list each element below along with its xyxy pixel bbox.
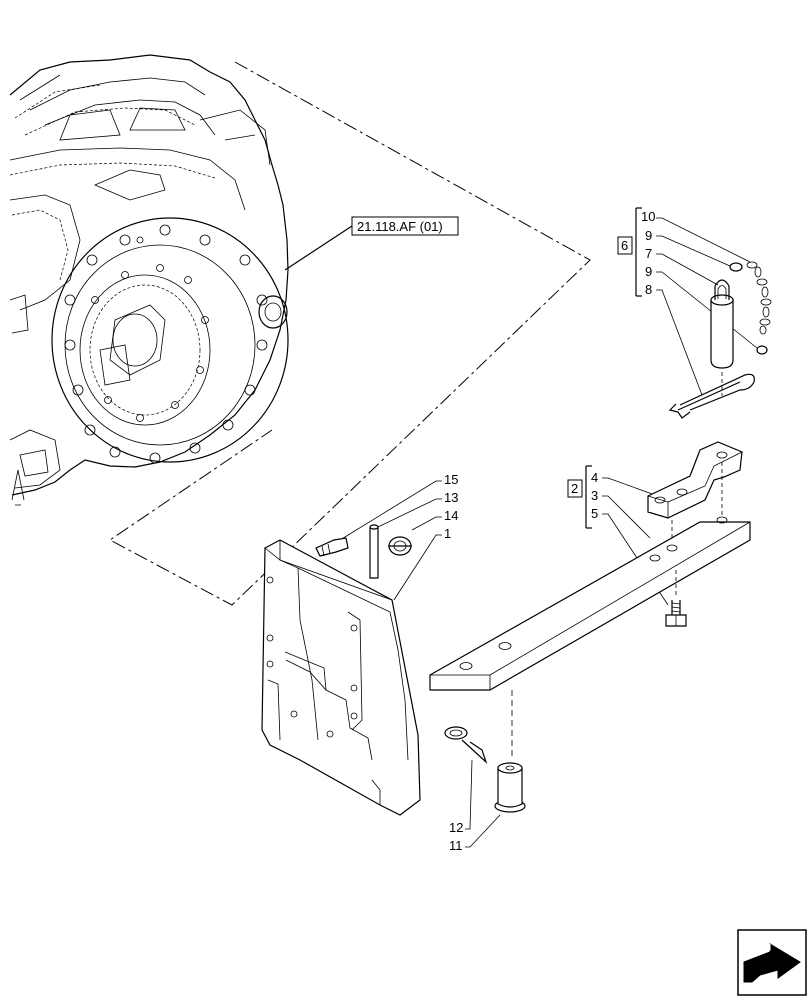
small-bolt-part — [315, 537, 349, 557]
next-page-arrow-icon[interactable] — [737, 929, 807, 996]
callout-10: 10 — [641, 209, 655, 224]
callout-9-upper: 9 — [645, 228, 652, 243]
leader-lines-bottom — [465, 759, 501, 848]
hitch-pin-part — [710, 279, 734, 396]
lynch-pin-part — [388, 536, 412, 556]
ring-lower — [756, 345, 768, 355]
transmission-housing — [9, 54, 289, 506]
callout-9-lower: 9 — [645, 264, 652, 279]
callout-14: 14 — [444, 508, 458, 523]
group-6-box — [617, 236, 633, 255]
leader-lines-group-6 — [656, 217, 758, 396]
callout-15: 15 — [444, 472, 458, 487]
callout-5: 5 — [591, 506, 598, 521]
callout-13: 13 — [444, 490, 458, 505]
bolt-part — [665, 570, 687, 627]
drawbar-part — [429, 516, 751, 691]
callout-4: 4 — [591, 470, 598, 485]
leader-lines-left — [339, 480, 442, 601]
offset-bracket-part — [647, 441, 743, 545]
group-6-label: 6 — [621, 238, 628, 253]
callout-7: 7 — [645, 246, 652, 261]
spring-clip-part — [668, 373, 755, 419]
r-clip-part — [444, 726, 488, 765]
callout-3: 3 — [591, 488, 598, 503]
mounting-bracket-part — [261, 539, 421, 816]
chain-part — [746, 261, 772, 335]
clevis-pin-part — [494, 762, 526, 813]
assembly-outline — [109, 61, 591, 606]
callout-12: 12 — [449, 820, 463, 835]
reference-label-text: 21.118.AF (01) — [357, 219, 443, 234]
callout-8: 8 — [645, 282, 652, 297]
group-6-bracket: 6 — [617, 207, 642, 297]
group-2-label: 2 — [571, 481, 578, 496]
retaining-pin-part — [369, 524, 379, 579]
callout-11: 11 — [449, 838, 463, 853]
group-2-bracket: 2 — [567, 465, 592, 529]
reference-label[interactable]: 21.118.AF (01) — [284, 216, 459, 271]
group-2-box — [567, 479, 583, 498]
callout-1: 1 — [444, 526, 451, 541]
ring-upper — [729, 262, 743, 272]
